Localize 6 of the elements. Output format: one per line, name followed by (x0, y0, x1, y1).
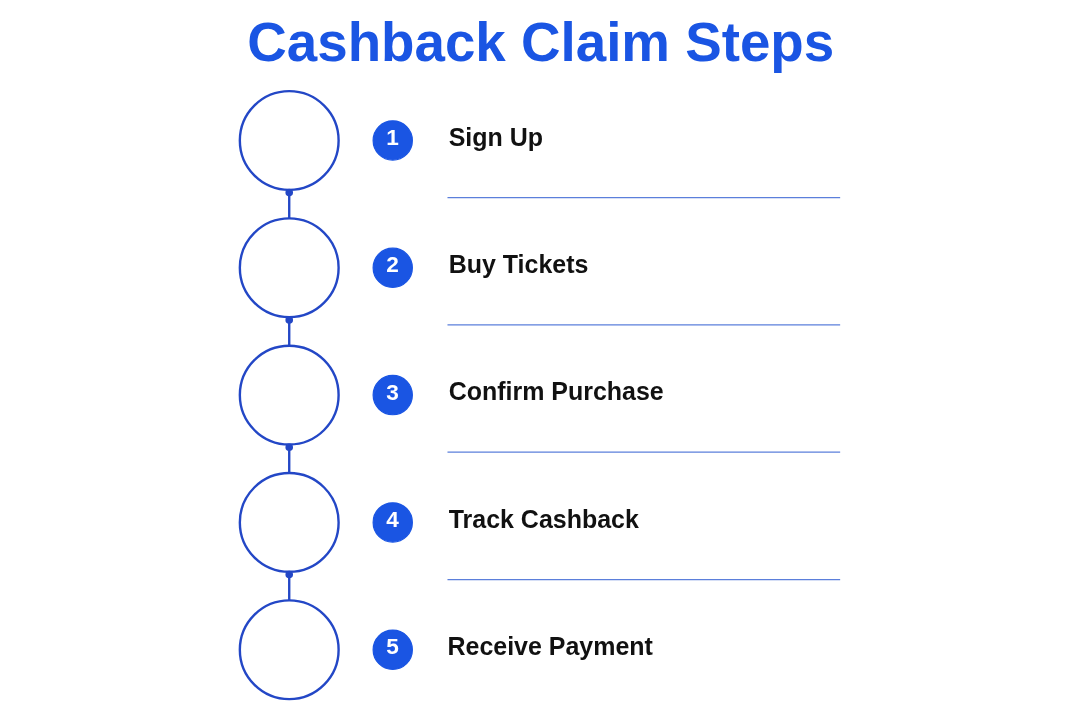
diagram-title: Cashback Claim Steps (247, 10, 835, 73)
node-label: Track Cashback (448, 504, 639, 533)
node-label: Confirm Purchase (448, 377, 664, 406)
node-label: Buy Tickets (448, 249, 589, 278)
node-label: Sign Up (448, 122, 543, 151)
node-label: Receive Payment (447, 631, 653, 660)
